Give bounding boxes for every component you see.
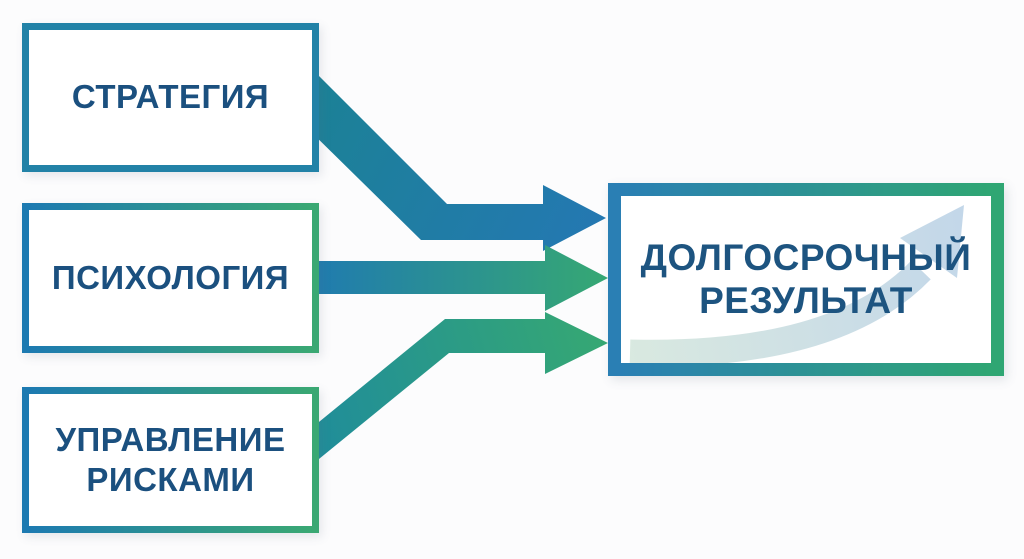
box-psychology-label: ПСИХОЛОГИЯ [51,258,290,296]
growth-trend-arrow-icon [629,205,964,363]
arrow-strategy-to-result [303,60,606,251]
box-psychology: ПСИХОЛОГИЯ [22,203,319,353]
box-result-label: ДОЛГОСРОЧНЫЙ РЕЗУЛЬТАТ [640,236,972,321]
box-strategy: СТРАТЕГИЯ [22,23,319,172]
arrow-psychology-to-result [300,245,608,311]
box-result: ДОЛГОСРОЧНЫЙ РЕЗУЛЬТАТ [608,183,1004,376]
box-strategy-label: СТРАТЕГИЯ [71,78,270,116]
box-risk: УПРАВЛЕНИЕ РИСКАМИ [22,387,319,533]
arrow-risk-to-result [303,312,608,472]
box-risk-label: УПРАВЛЕНИЕ РИСКАМИ [55,420,286,498]
